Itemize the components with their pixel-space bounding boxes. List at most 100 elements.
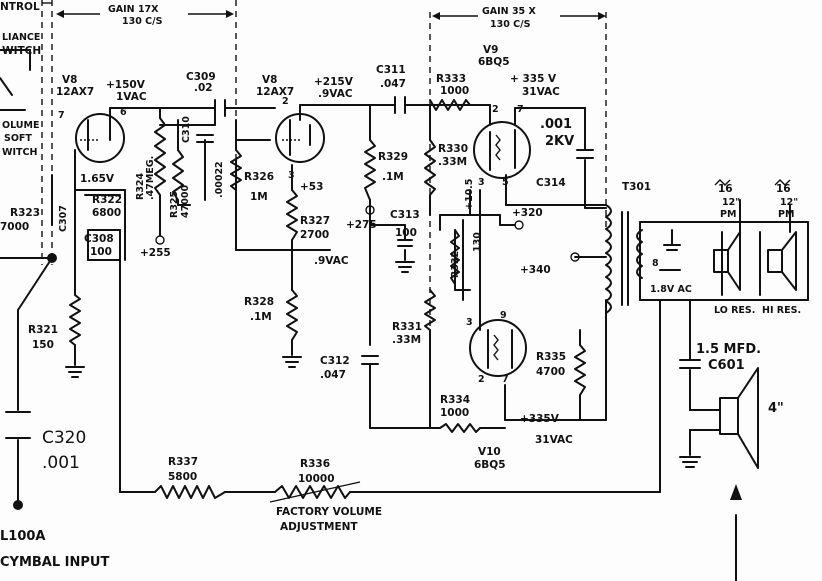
component-value: 2700 [300, 229, 329, 241]
component-label: R321 [28, 324, 58, 336]
component-label: C320 [42, 428, 86, 448]
component-label: C312 [320, 355, 350, 367]
voltage-label: +53 [300, 181, 323, 193]
voltage-label: +255 [140, 247, 171, 259]
component-value: 6800 [92, 207, 121, 219]
component-value: 1.5 MFD. [696, 342, 761, 357]
label-v8b: V8 [262, 74, 277, 86]
voltage-label: + 335 V [510, 73, 557, 85]
pot-wiper [269, 481, 361, 503]
component-value: .02 [194, 82, 213, 94]
label-v8a: V8 [62, 74, 77, 86]
speaker-label: HI RES. [762, 305, 801, 316]
component-value: .33M [392, 334, 421, 346]
component-label: R328 [244, 296, 274, 308]
speaker-label: 4" [768, 401, 784, 416]
speaker-label: 16 [776, 183, 791, 195]
pin-label: 7 [517, 104, 524, 115]
voltage-label: +150V [106, 79, 146, 91]
component-label: C601 [708, 358, 745, 373]
pin-label: 8 [652, 258, 659, 269]
component-value: .33M [438, 156, 467, 168]
label-gain1b: 130 C/S [122, 16, 163, 27]
component-label: T301 [622, 181, 651, 193]
component-label: C313 [390, 209, 420, 221]
label-gain1: GAIN 17X [108, 4, 159, 15]
component-label: R330 [438, 143, 468, 155]
speaker-label: LO RES. [714, 305, 755, 316]
component-label: C311 [376, 64, 406, 76]
component-value: .00022 [214, 161, 225, 198]
component-label: R322 [92, 194, 122, 206]
speakers [713, 179, 797, 469]
ground-symbols [65, 205, 701, 468]
component-value: 1000 [440, 85, 469, 97]
label-soft: SOFT [4, 133, 32, 144]
voltage-label: 31VAC [535, 434, 573, 446]
pin-label: 2 [478, 374, 485, 385]
component-value: .001 [42, 453, 80, 473]
voltage-label: 31VAC [522, 86, 560, 98]
component-value: 5800 [168, 471, 197, 483]
pin-label: 3 [478, 177, 485, 188]
label-v8b-type: 12AX7 [256, 86, 294, 98]
component-label: R334 [440, 394, 470, 406]
pin-label: 7 [58, 110, 65, 121]
component-value: 2KV [545, 134, 574, 149]
pin-label: 6 [120, 107, 127, 118]
tube-v8a [75, 113, 125, 163]
label-ntrol: NTROL [0, 1, 40, 13]
component-value: 7000 [0, 221, 29, 233]
label-v10-type: 6BQ5 [474, 459, 506, 471]
voltage-label: .9VAC [318, 88, 353, 100]
caption-cymbal-input: CYMBAL INPUT [0, 555, 109, 570]
component-label: .047 [380, 78, 406, 90]
component-value: 100 [90, 246, 112, 258]
component-value: 1M [250, 191, 268, 203]
pin-label: 5 [502, 177, 509, 188]
component-value: 47000 [180, 185, 191, 218]
transformer-t301 [605, 204, 643, 314]
component-value: .1M [250, 311, 272, 323]
voltage-label: +215V [314, 76, 354, 88]
component-value: .47MEG. [145, 156, 156, 200]
label-v9: V9 [483, 44, 498, 56]
component-label: R333 [436, 73, 466, 85]
label-olume: OLUME [2, 120, 39, 131]
component-label: R327 [300, 215, 330, 227]
label-liance: LIANCE [2, 32, 40, 43]
voltage-label: 1.8V AC [650, 284, 692, 295]
component-label: R324 [135, 172, 146, 200]
component-value: .001 [540, 117, 572, 132]
speaker-label: 12" [722, 197, 740, 208]
pin-label: 3 [466, 317, 473, 328]
speaker-label: PM [720, 209, 736, 220]
tube-v9 [473, 121, 531, 179]
tube-v8b [275, 113, 325, 163]
voltage-label: +340 [520, 264, 551, 276]
component-value: 4700 [536, 366, 565, 378]
pin-label: 9 [500, 310, 507, 321]
caption-adjustment: ADJUSTMENT [280, 521, 358, 533]
component-label: C309 [186, 71, 216, 83]
gain-dimension-arrows [56, 10, 606, 20]
speaker-label: 12" [780, 197, 798, 208]
component-value: .1M [382, 171, 404, 183]
label-gain2: GAIN 35 X [482, 6, 536, 17]
component-label: C314 [536, 177, 566, 189]
label-switch: WITCH [2, 147, 37, 158]
voltage-label: +275 [346, 219, 377, 231]
component-value: 130 [472, 232, 483, 252]
component-label: C308 [84, 233, 114, 245]
component-label: C310 [181, 116, 192, 143]
voltage-label: +320 [512, 207, 543, 219]
pin-label: 2 [282, 96, 289, 107]
component-label: R329 [378, 151, 408, 163]
label-v10: V10 [478, 446, 501, 458]
wiring [0, 49, 809, 581]
component-label: R335 [536, 351, 566, 363]
pin-label: 3 [288, 170, 295, 181]
component-label: R326 [244, 171, 274, 183]
